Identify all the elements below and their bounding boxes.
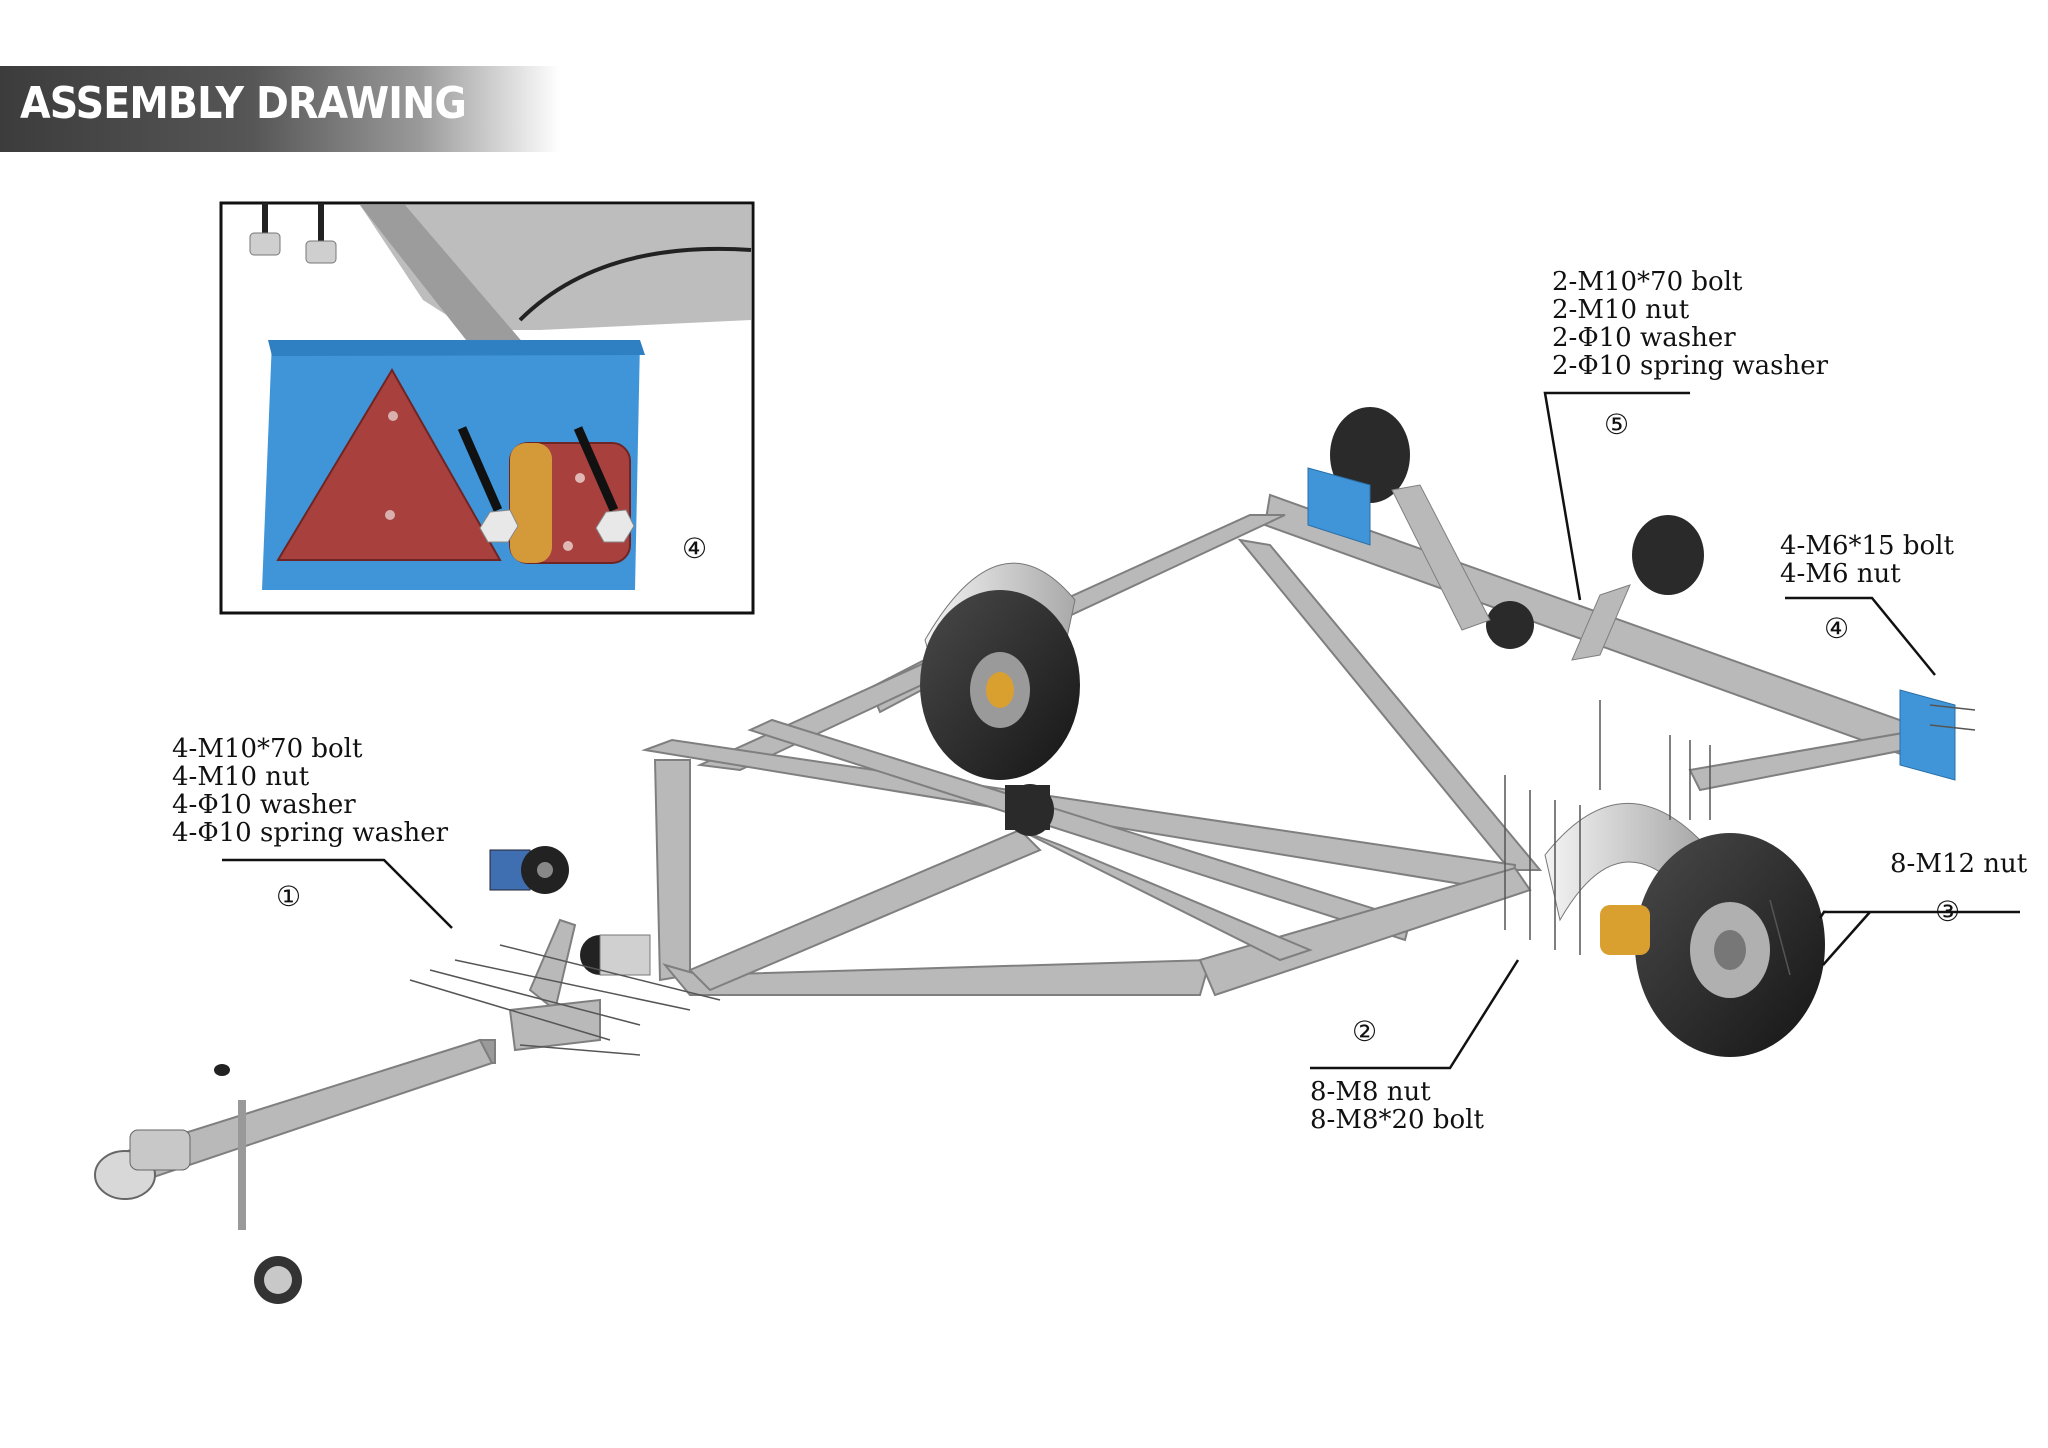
callout-3-text: 8-M12 nut: [1890, 850, 2027, 878]
winch: [489, 846, 651, 976]
callout-leaders: [222, 391, 2020, 1070]
callout-1-line: 4-Φ10 washer: [172, 790, 356, 820]
wheel-rear: [1544, 802, 1825, 1057]
callout-4-marker: ④: [1824, 612, 1850, 645]
callout-5-line: 2-Φ10 spring washer: [1552, 351, 1829, 381]
callout-2-line: 8-M8 nut: [1310, 1077, 1431, 1107]
fastener-leader-lines: [409, 700, 1976, 1056]
light-bracket-detail-inset: [219, 201, 755, 615]
inset-marker: ④: [682, 532, 708, 565]
callout-1-line: 4-M10*70 bolt: [172, 734, 363, 764]
callout-5-marker: ⑤: [1604, 408, 1630, 441]
callout-3-line: 8-M12 nut: [1890, 849, 2028, 879]
callout-5-line: 2-M10*70 bolt: [1552, 267, 1743, 297]
header-band: [0, 66, 560, 152]
keel-rollers: [1005, 407, 1704, 836]
callout-1-text: 4-M10*70 bolt 4-M10 nut 4-Φ10 washer 4-Φ…: [172, 735, 448, 847]
callout-1-line: 4-M10 nut: [172, 762, 310, 792]
callout-5-line: 2-M10 nut: [1552, 295, 1690, 325]
callout-4-text: 4-M6*15 bolt 4-M6 nut: [1780, 532, 1954, 588]
callout-3-marker: ③: [1935, 895, 1961, 928]
callout-4-line: 4-M6*15 bolt: [1780, 531, 1954, 561]
callout-5-line: 2-Φ10 washer: [1552, 323, 1736, 353]
callout-2-line: 8-M8*20 bolt: [1310, 1105, 1484, 1135]
callout-1-line: 4-Φ10 spring washer: [172, 818, 449, 848]
callout-1-marker: ①: [276, 880, 302, 913]
frame-light-brackets: [1307, 467, 1956, 781]
callout-4-line: 4-M6 nut: [1780, 559, 1901, 589]
coupling-jockey-wheel: [94, 1064, 302, 1304]
callout-2-marker: ②: [1352, 1015, 1378, 1048]
page-title: ASSEMBLY DRAWING: [20, 78, 467, 129]
callout-2-text: 8-M8 nut 8-M8*20 bolt: [1310, 1078, 1484, 1134]
callout-5-text: 2-M10*70 bolt 2-M10 nut 2-Φ10 washer 2-Φ…: [1552, 268, 1828, 380]
wheel-front: [920, 562, 1080, 780]
